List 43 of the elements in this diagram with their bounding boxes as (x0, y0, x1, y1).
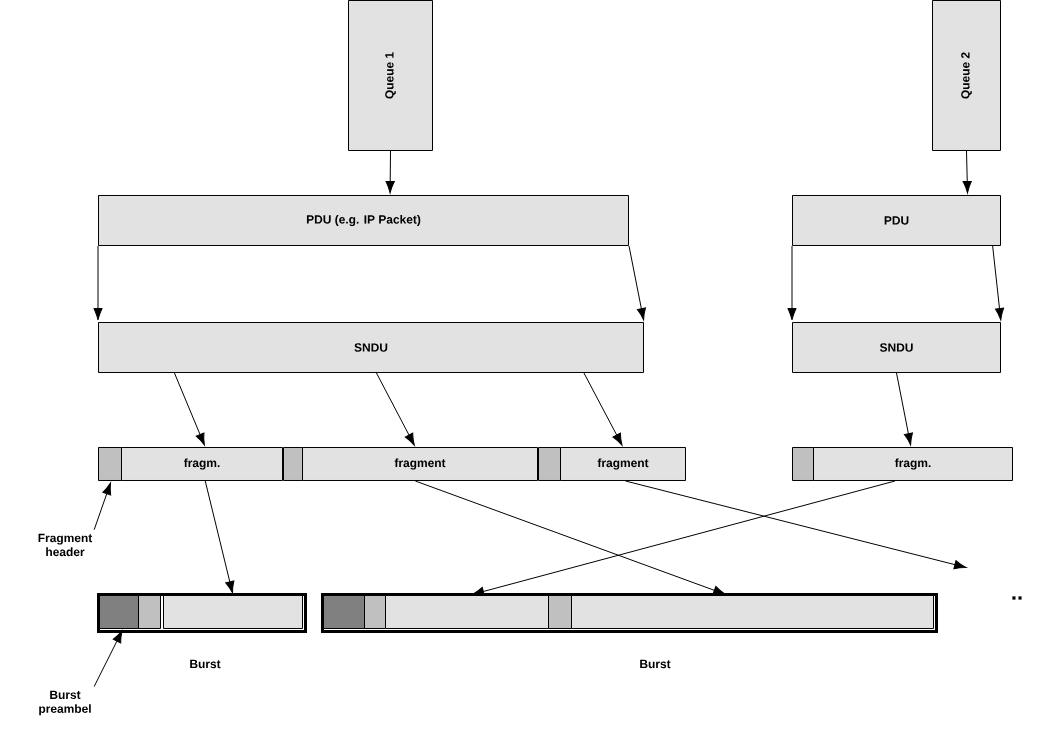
leader-arrow (93, 482, 112, 531)
data-box: SNDU (98, 322, 644, 373)
burst-caption: Burst (640, 659, 671, 669)
header-box (364, 595, 386, 629)
leader-arrow (93, 630, 123, 687)
arrow (962, 150, 972, 194)
burst-caption: Burst (190, 659, 221, 669)
header-box (138, 595, 161, 629)
arrow (385, 150, 395, 194)
header-box (283, 447, 303, 481)
arrow (628, 245, 646, 321)
arrow (173, 372, 205, 446)
preamble-box (323, 595, 365, 629)
data-box: SNDU (792, 322, 1001, 373)
header-box (98, 447, 122, 481)
header-box (538, 447, 561, 481)
arrow (375, 372, 415, 446)
header-box (548, 595, 572, 629)
callout-label: Fragment header (38, 533, 93, 557)
data-box (571, 595, 934, 629)
arrow (625, 480, 967, 570)
arrow (204, 480, 235, 594)
data-box: PDU (792, 195, 1001, 246)
arrow (414, 480, 726, 595)
data-box (385, 595, 549, 629)
callout-label: Burst preambel (39, 690, 91, 716)
preamble-box (99, 595, 139, 629)
arrow (896, 372, 913, 446)
data-box: fragment (302, 447, 538, 481)
queue-box: Queue 2 (932, 0, 1001, 151)
arrow (787, 245, 797, 321)
data-box (163, 595, 303, 629)
data-box: fragm. (813, 447, 1013, 481)
arrow (471, 480, 896, 596)
data-box: fragm. (121, 447, 283, 481)
header-box (792, 447, 814, 481)
data-box: PDU (e.g. IP Packet) (98, 195, 629, 246)
ellipsis: .. (1012, 596, 1022, 600)
arrow (93, 245, 103, 321)
data-box: fragment (560, 447, 686, 481)
queue-box: Queue 1 (348, 0, 433, 151)
arrow (992, 245, 1005, 321)
arrow (583, 372, 623, 446)
